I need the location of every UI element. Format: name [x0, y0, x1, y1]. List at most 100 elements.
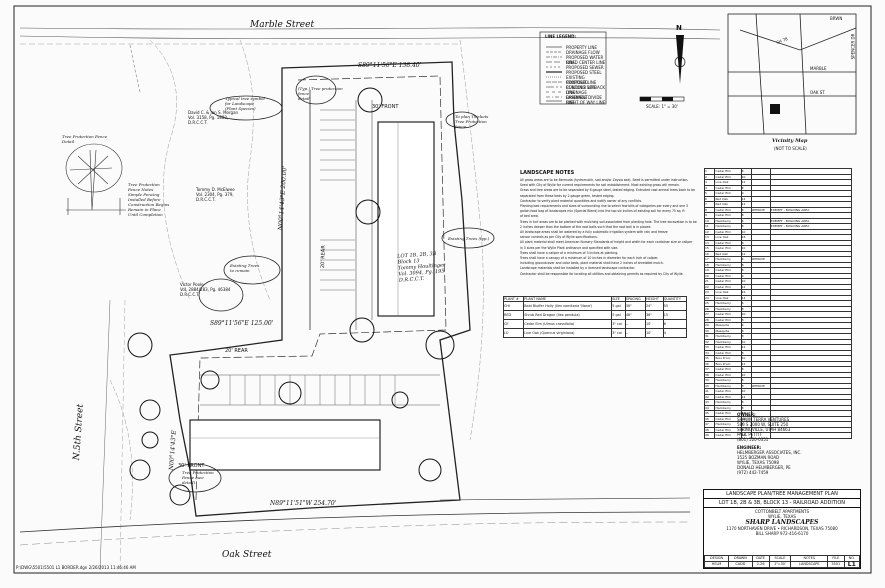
note-existing-trees: Existing Trees to remain — [230, 263, 260, 273]
landscape-note-line: Trees shall have a caliper of a minimum … — [520, 250, 619, 255]
plant-schedule-header: PLANT # — [502, 295, 525, 303]
tree-table-cell: 10 — [740, 278, 753, 285]
tree-table-cell — [769, 388, 853, 395]
note-tree-symbol: Typical tree symbol for Landscape (Plant… — [225, 96, 265, 111]
owner-text: SHAWN TERRA VENTURES 580 S 2000 W, SUITE… — [737, 417, 791, 442]
tree-table-cell — [769, 410, 853, 417]
tree-table-cell: 10 — [740, 432, 753, 439]
tree-table-cell: 8 — [740, 349, 753, 356]
plant-schedule-cell: 3" cal — [611, 328, 626, 339]
plant-schedule-cell: 15 — [662, 310, 688, 321]
vicinity-map-subtitle: (NOT TO SCALE) — [774, 146, 807, 151]
landscape-note-line: All grass areas are to be Bermuda (hydro… — [520, 178, 689, 182]
south-boundary-bearing: N89°11'51"W 254.70' — [270, 500, 337, 507]
tree-table-cell: 46 — [703, 415, 716, 422]
tree-table-cell — [769, 278, 853, 285]
tree-table-cell: 8 — [740, 333, 753, 340]
tree-table-cell: 12 — [740, 393, 753, 400]
tree-table-cell: 8 — [740, 327, 753, 334]
tree-table-cell — [769, 261, 853, 268]
title-block-cell: 1"=30' — [768, 561, 792, 568]
tree-table-cell: 8 — [740, 421, 753, 428]
landscape-note-line: Contractor to verify plant material quan… — [520, 198, 643, 203]
line-legend-item: PROPOSED WATER LINE — [566, 55, 604, 65]
tree-table-cell: 8 — [740, 316, 753, 323]
scale-label: SCALE: 1" = 30' — [646, 104, 678, 109]
landscape-note-line: gallon food bag of landscapes mix (Speci… — [520, 209, 685, 214]
vicinity-label-5: SPENCER DR — [850, 33, 856, 60]
tree-table-cell: 49 — [703, 432, 716, 439]
tree-table-cell — [769, 305, 853, 312]
tree-table-cell: 18 — [703, 261, 716, 268]
plant-schedule-cell: Shrub Red Dragon (Ilex pendula) — [523, 310, 613, 321]
tree-table-cell: 30 — [703, 327, 716, 334]
landscape-note-line: Grass and tree areas are to be separated… — [520, 188, 696, 193]
tree-table-cell: 45 — [703, 410, 716, 417]
file-path-footer: P:\DWG\5501\5501 L1 BORDER.dgn 2/26/2013… — [16, 565, 136, 570]
plant-schedule-cell: 55 — [662, 301, 688, 312]
tree-table-cell: 10 — [740, 371, 753, 378]
plant-schedule-cell: CE — [502, 319, 525, 330]
plant-schedule-cell: LO — [502, 328, 525, 339]
plant-schedule-cell: 10' — [644, 319, 664, 330]
tree-table-cell — [769, 371, 853, 378]
tree-table-cell: 22 — [703, 283, 716, 290]
tree-table-cell — [769, 344, 853, 351]
line-legend-item: PROPOSED SEWER — [566, 65, 604, 70]
plant-schedule-cell: -- — [624, 328, 646, 339]
engineer-label: ENGINEER: — [737, 445, 762, 450]
tree-table-cell — [769, 300, 853, 307]
tree-table-cell — [769, 338, 853, 345]
north-boundary-bearing: S89°11'56"E 138.40' — [358, 62, 422, 69]
line-legend-item: RIGHT OF WAY LINE — [566, 100, 606, 105]
tree-table-cell: 48 — [703, 426, 716, 433]
tree-table-cell: 12 — [740, 360, 753, 367]
plant-schedule-header: PLANT NAME — [523, 295, 613, 303]
tree-table-cell: 8 — [740, 267, 753, 274]
line-legend-item: EXISTING CONTOUR LINE — [566, 75, 597, 85]
title-block-cell: HELM — [703, 561, 730, 568]
vicinity-map-title: Vicinity Map — [772, 138, 808, 144]
plant-schedule-cell: 4 — [662, 328, 688, 339]
tree-table-cell — [769, 316, 853, 323]
tree-table-cell: 10 — [740, 388, 753, 395]
tree-table-cell: 8 — [740, 377, 753, 384]
tree-table-cell — [769, 289, 853, 296]
plant-schedule-cell: 3" cal — [611, 319, 626, 330]
title-block-cell: LANDSCAPE — [790, 561, 829, 568]
tree-table-cell: 26 — [703, 305, 716, 312]
tree-table-cell: 8 — [740, 426, 753, 433]
owner-label: OWNER: — [737, 412, 756, 417]
rear-setback-label-2: 20' REAR — [320, 245, 327, 269]
tree-table-cell: 39 — [703, 377, 716, 384]
tree-table-cell — [769, 267, 853, 274]
owner-b-label: Tommy D. McElwee Vol. 2304, Pg. 379, D.R… — [196, 187, 235, 202]
landscape-note-line: All landscape areas shall be watered by … — [520, 230, 668, 235]
tree-table-cell: 40 — [703, 382, 716, 389]
landscape-note-line: Contractor shall be responsible for loca… — [520, 271, 684, 276]
vicinity-label-4: OAK ST — [810, 90, 825, 95]
line-legend-item: PROPOSED STEEL — [566, 70, 602, 75]
landscape-note-line: Trees shall have a canopy of a minimum o… — [520, 256, 659, 261]
